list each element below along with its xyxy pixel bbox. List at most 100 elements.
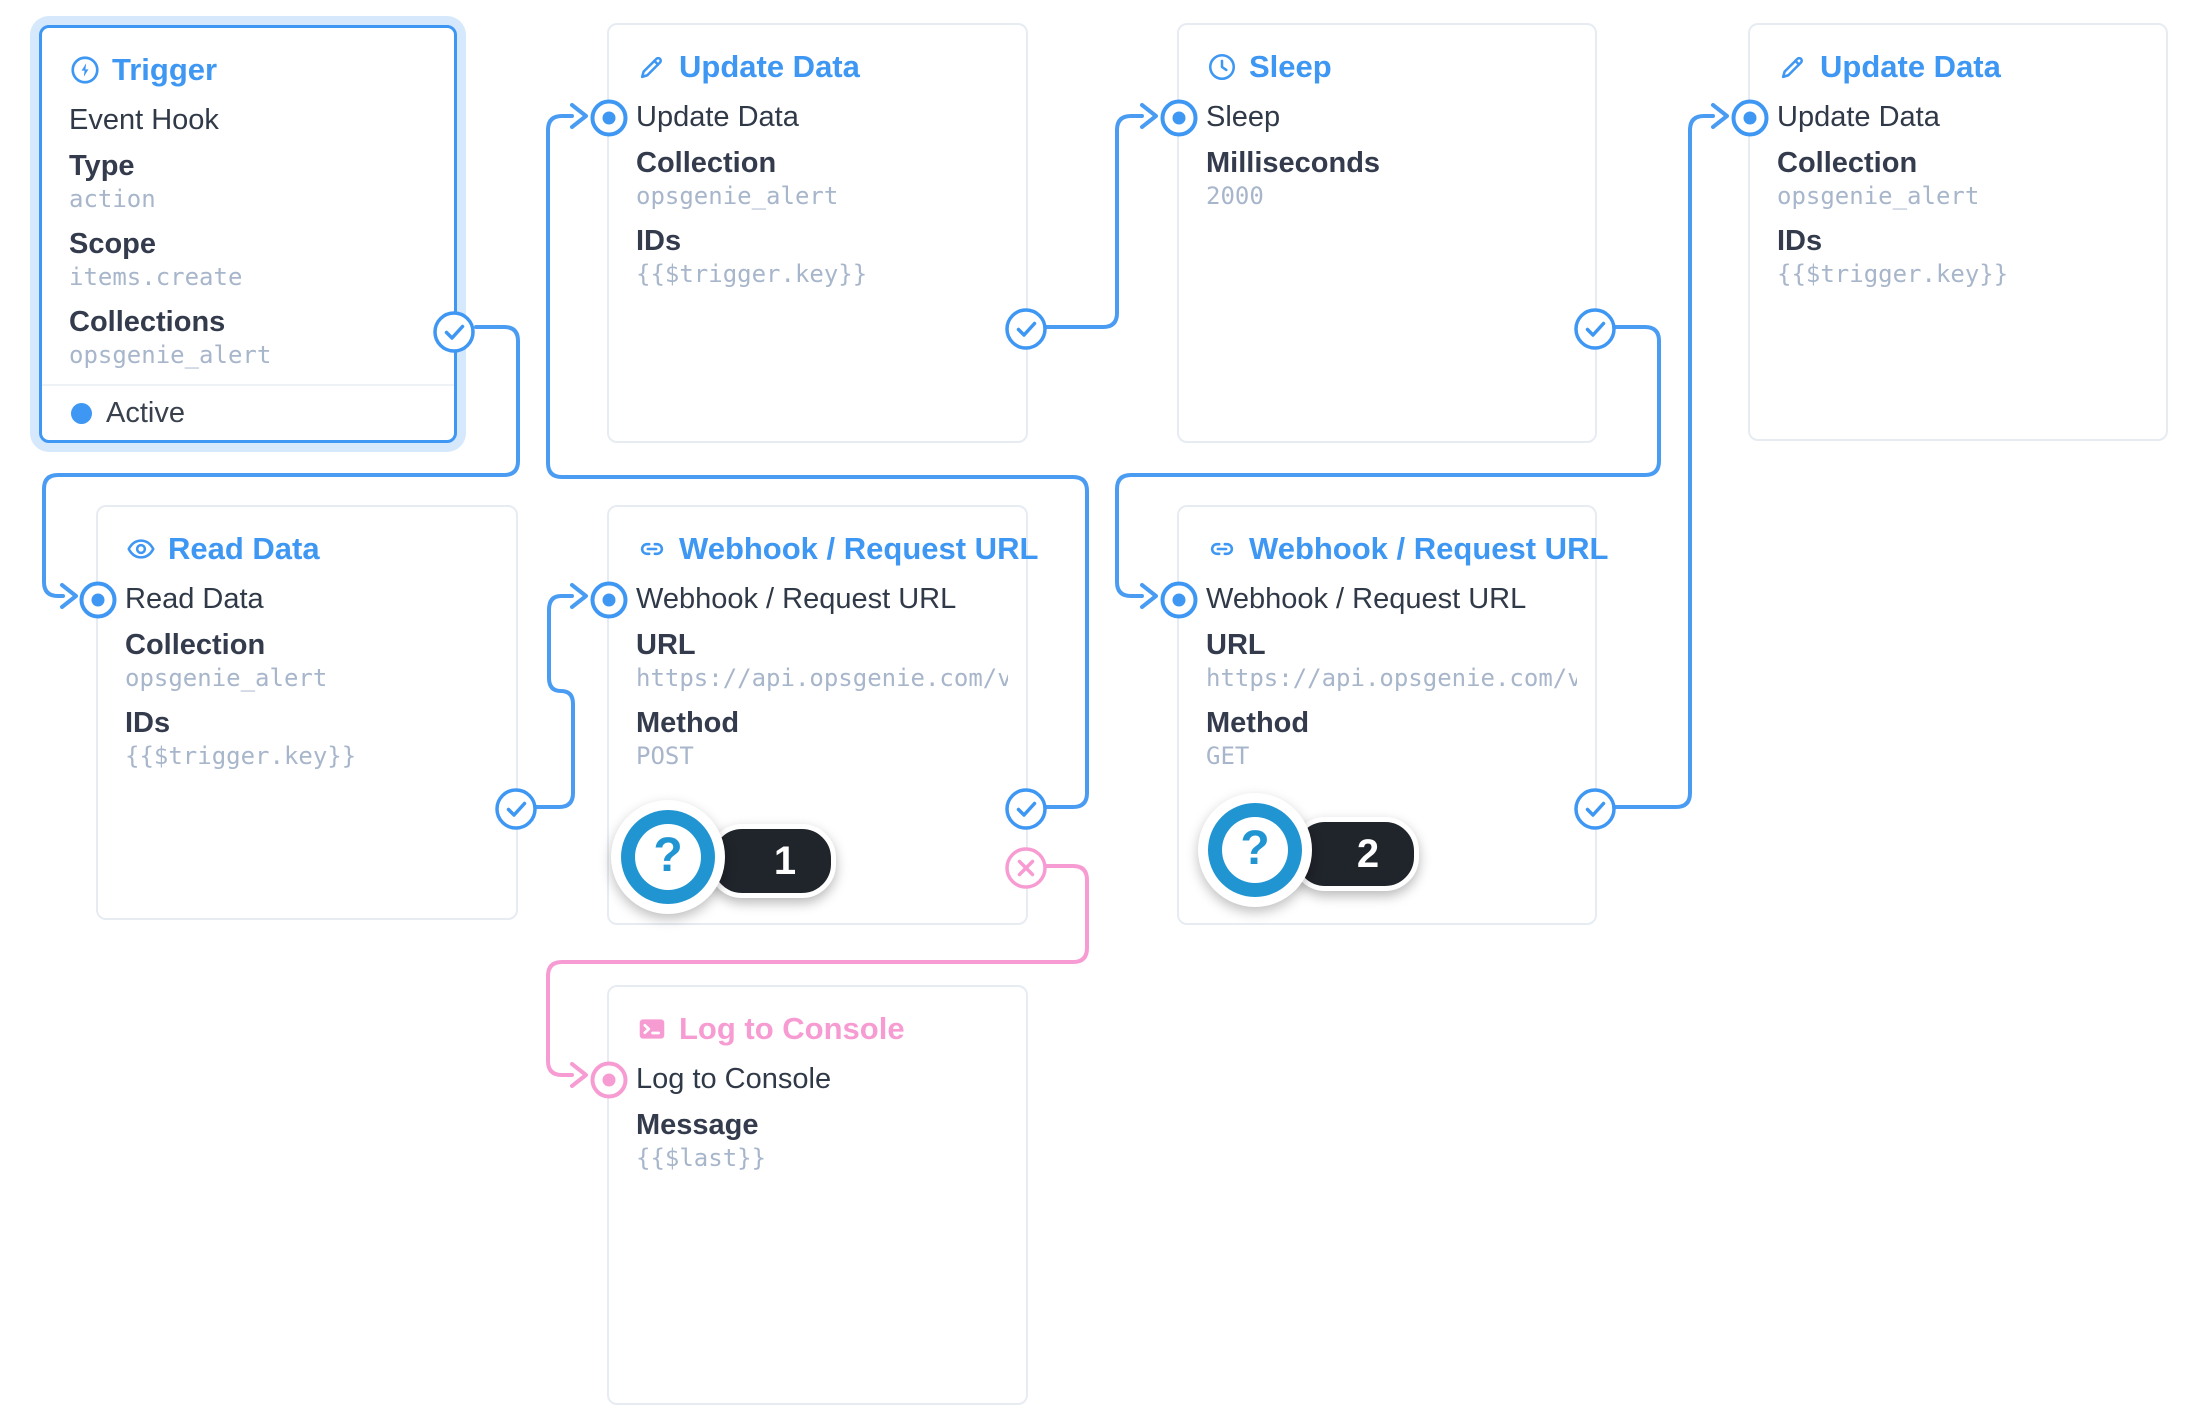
panel-title: Trigger	[112, 52, 218, 87]
field-label: Collection	[636, 147, 777, 179]
panel-header: Webhook / Request URL	[636, 531, 1038, 567]
field-label: Method	[1206, 707, 1310, 739]
eye-icon	[125, 533, 157, 565]
field-label: Scope	[69, 228, 157, 260]
field-value: {{$trigger.key}}	[636, 260, 868, 288]
field-value: items.create	[69, 263, 243, 291]
field-value: action	[69, 185, 156, 213]
field-label: IDs	[125, 707, 171, 739]
panel-header: Update Data	[636, 49, 1010, 85]
arrowhead	[1140, 103, 1158, 129]
panel-log-to-console[interactable]: Log to Console Log to Console Message {{…	[590, 985, 1028, 1405]
input-attachment[interactable]	[1158, 97, 1200, 139]
resolve-output[interactable]	[433, 311, 475, 353]
field-label: IDs	[1777, 225, 1823, 257]
unknown-user-avatar[interactable]: ?	[611, 800, 725, 914]
field-value: opsgenie_alert	[125, 664, 328, 692]
panel-name: Update Data	[636, 101, 799, 133]
field-value: {{$trigger.key}}	[125, 742, 357, 770]
panel-header: Read Data	[125, 531, 500, 567]
field-label: Type	[69, 150, 135, 182]
panel-title: Read Data	[168, 531, 320, 566]
link-icon	[636, 533, 668, 565]
run-count: 2	[1356, 831, 1380, 876]
panel-title: Webhook / Request URL	[1249, 531, 1609, 566]
run-count-pill[interactable]: 1	[708, 824, 836, 898]
panel-name: Log to Console	[636, 1063, 832, 1095]
panel-title: Log to Console	[679, 1011, 905, 1046]
input-attachment[interactable]	[77, 579, 119, 621]
resolve-output[interactable]	[1574, 308, 1616, 350]
field-value: {{$trigger.key}}	[1777, 260, 2009, 288]
pencil-icon	[1777, 51, 1809, 83]
panel-header: Log to Console	[636, 1011, 1010, 1047]
wire-webhookget-update2	[1613, 114, 1715, 809]
run-count: 1	[773, 838, 797, 883]
question-mark-glyph: ?	[635, 824, 701, 890]
field-label: Collection	[1777, 147, 1918, 179]
field-value: POST	[636, 742, 694, 770]
panel-name: Sleep	[1206, 101, 1281, 133]
reject-output[interactable]	[1005, 847, 1047, 889]
panel-update-data-1[interactable]: Update Data Update Data Collection opsge…	[590, 23, 1047, 443]
panel-title: Sleep	[1249, 49, 1332, 84]
field-label: URL	[1206, 629, 1266, 661]
panel-webhook-post[interactable]: Webhook / Request URL Webhook / Request …	[590, 505, 1047, 925]
field-label: IDs	[636, 225, 682, 257]
panel-webhook-get[interactable]: Webhook / Request URL Webhook / Request …	[1160, 505, 1616, 925]
clock-icon	[1206, 51, 1238, 83]
input-attachment[interactable]	[1158, 579, 1200, 621]
panel-title: Webhook / Request URL	[679, 531, 1039, 566]
wire-update1-sleep	[1044, 114, 1144, 329]
panel-update-data-2[interactable]: Update Data Update Data Collection opsge…	[1731, 23, 2168, 441]
panel-name: Webhook / Request URL	[636, 583, 957, 615]
resolve-output[interactable]	[1005, 788, 1047, 830]
panel-title: Update Data	[1820, 49, 2001, 84]
resolve-output[interactable]	[1005, 308, 1047, 350]
arrowhead	[1140, 583, 1158, 609]
avatar-ring: ?	[1208, 803, 1302, 897]
panel-read-data[interactable]: Read Data Read Data Collection opsgenie_…	[79, 505, 537, 920]
panel-header: Trigger	[69, 52, 438, 88]
field-label: Message	[636, 1109, 759, 1141]
panel-title: Update Data	[679, 49, 860, 84]
field-value: {{$last}}	[636, 1144, 767, 1172]
bolt-circle-icon	[69, 54, 101, 86]
status-badge: Active	[106, 396, 185, 429]
active-status-dot	[71, 402, 92, 424]
input-attachment[interactable]	[588, 97, 630, 139]
input-attachment[interactable]	[1729, 97, 1771, 139]
panel-sleep[interactable]: Sleep Sleep Milliseconds 2000	[1160, 23, 1616, 443]
terminal-icon	[636, 1013, 668, 1045]
question-mark-glyph: ?	[1222, 817, 1288, 883]
field-value: opsgenie_alert	[1777, 182, 1980, 210]
panel-trigger[interactable]: Trigger Event Hook Type action Scope ite…	[39, 25, 475, 443]
arrowhead	[570, 103, 588, 129]
arrowhead	[1711, 103, 1729, 129]
arrowhead	[60, 583, 78, 609]
pencil-icon	[636, 51, 668, 83]
field-label: Collection	[125, 629, 266, 661]
field-value: opsgenie_alert	[69, 341, 272, 369]
field-label: Method	[636, 707, 740, 739]
field-value: GET	[1206, 742, 1250, 770]
input-attachment[interactable]	[588, 1059, 630, 1101]
panel-name: Update Data	[1777, 101, 1940, 133]
field-value: https://api.opsgenie.com/v…	[636, 664, 1008, 692]
arrowhead	[570, 1062, 588, 1088]
input-attachment[interactable]	[588, 579, 630, 621]
wire-read-webhookpost	[535, 594, 575, 809]
resolve-output[interactable]	[1574, 788, 1616, 830]
panel-header: Update Data	[1777, 49, 2150, 85]
resolve-output[interactable]	[495, 788, 537, 830]
field-value: opsgenie_alert	[636, 182, 839, 210]
arrowhead	[570, 583, 588, 609]
panel-name: Event Hook	[69, 104, 219, 136]
panel-header: Webhook / Request URL	[1206, 531, 1608, 567]
trigger-status-row: Active	[42, 384, 454, 440]
avatar-ring: ?	[621, 810, 715, 904]
panel-name: Webhook / Request URL	[1206, 583, 1527, 615]
unknown-user-avatar[interactable]: ?	[1198, 793, 1312, 907]
panel-header: Sleep	[1206, 49, 1579, 85]
